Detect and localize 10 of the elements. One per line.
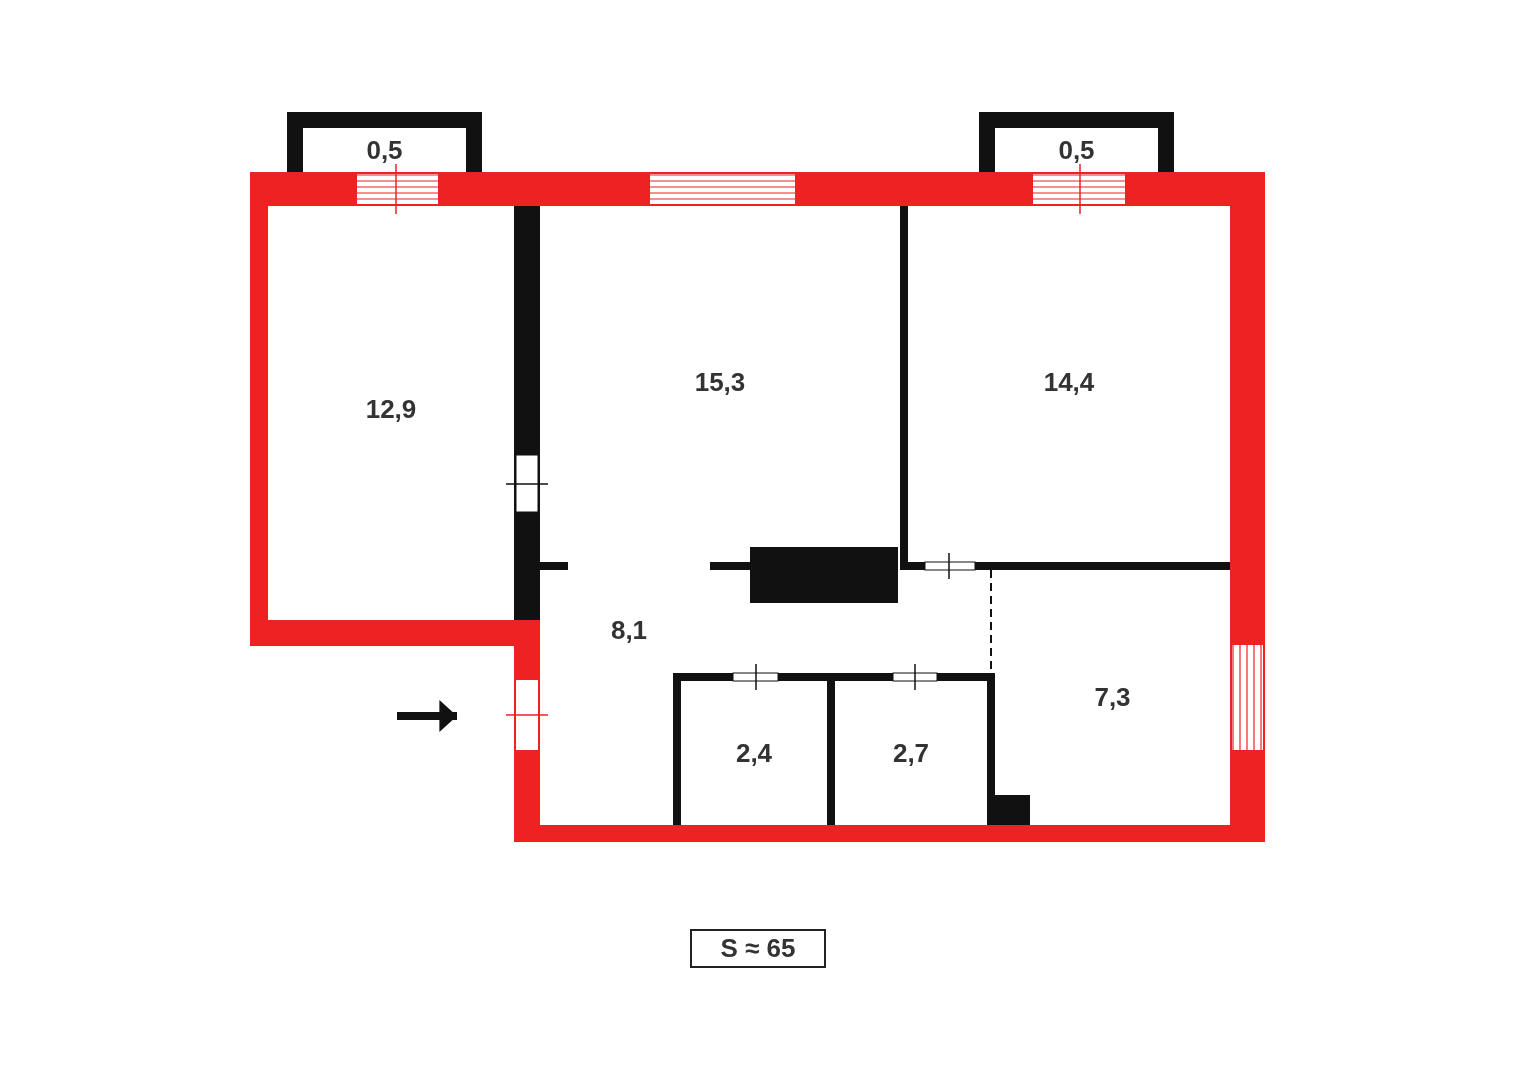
area-label: 15,3 — [694, 366, 746, 398]
total-area-box: S ≈ 65 — [690, 929, 826, 968]
area-label: 0,5 — [1058, 134, 1095, 166]
area-label: 14,4 — [1043, 366, 1095, 398]
area-label: 0,5 — [366, 134, 403, 166]
area-label: 2,7 — [892, 737, 930, 769]
area-label: 12,9 — [365, 393, 417, 425]
area-label: 8,1 — [610, 614, 648, 646]
area-label: 2,4 — [735, 737, 773, 769]
area-label: 7,3 — [1094, 682, 1131, 713]
